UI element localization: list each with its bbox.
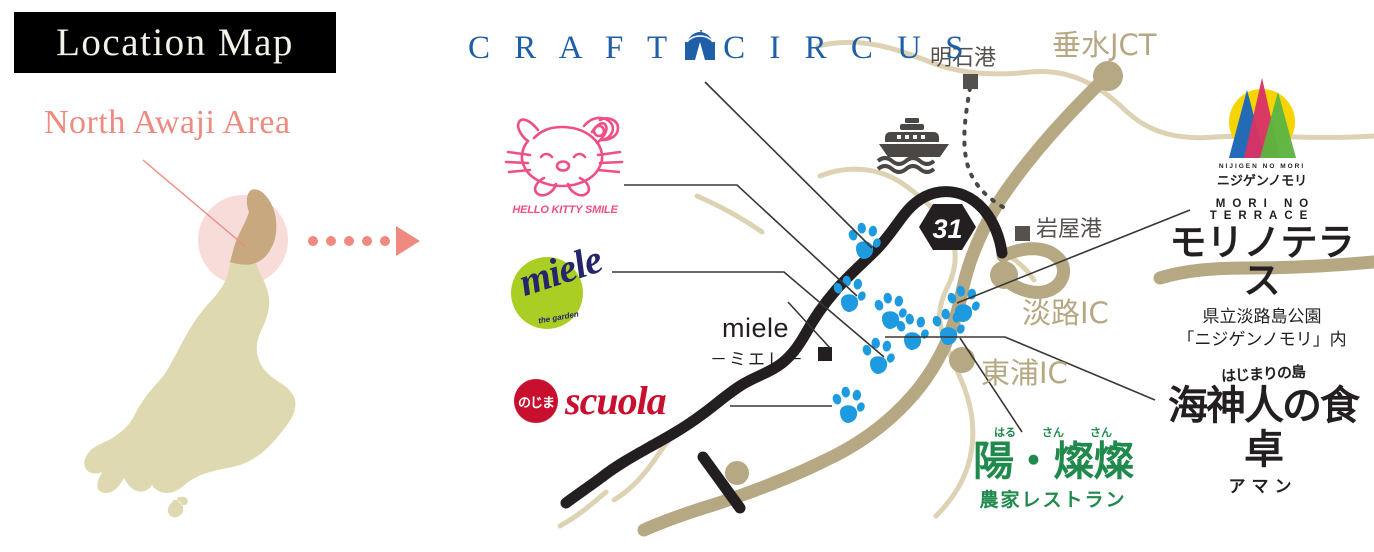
nojima-seal-text: のじま (517, 394, 555, 410)
north-awaji-highlight-shape (230, 189, 277, 265)
paw-print-icon (848, 222, 881, 259)
hello-kitty-caption: HELLO KITTY SMILE (512, 204, 618, 216)
expressway-group (637, 73, 1374, 537)
logo-nojima-scuola[interactable]: のじま scuola (514, 378, 667, 423)
mori-no-terrace-eng: MORI NO TERRACE (1209, 198, 1316, 222)
tarumi-jct-node (1093, 61, 1123, 91)
route31-main (560, 186, 1008, 509)
map-label-tarumi-jct: 垂水JCT (1052, 28, 1157, 62)
map-label-akashi-port: 明石港 (930, 46, 997, 71)
hello-kitty-face-icon (504, 116, 624, 197)
area-label: North Awaji Area (44, 104, 291, 141)
paw-prints-group (832, 222, 980, 423)
logo-mori-no-terrace[interactable]: NIJIGEN NO MORI ニジゲンノモリ MORI NO TERRACE … (1164, 58, 1360, 352)
haru-sansan-sub: 農家レストラン (979, 489, 1127, 511)
page-title: Location Map (56, 21, 294, 64)
akashi-port-marker-icon (963, 74, 978, 89)
leader-mori-terrace (956, 209, 1191, 304)
mori-no-terrace-kana: モリノテラス (1169, 221, 1355, 302)
rainbow-triangles-icon (1203, 58, 1321, 160)
page-title-box: Location Map (14, 12, 336, 73)
nojima-seal-icon: のじま (514, 379, 558, 423)
iwaya-port-marker-icon (1015, 226, 1030, 241)
logo-miele-the-garden[interactable]: miele the garden (508, 236, 608, 329)
islet-shape (167, 496, 188, 518)
mori-no-terrace-note-line2: 「ニジゲンノモリ」内 (1177, 330, 1347, 350)
paw-print-icon (862, 337, 895, 374)
haru-ruby-3: さん (1090, 426, 1112, 439)
national-road-group (560, 186, 1008, 514)
expressway-main (637, 73, 1110, 537)
ferry-boat-icon (876, 118, 949, 174)
route-31-shield: 31 (919, 204, 976, 250)
ferry-route-dashed (962, 86, 1010, 212)
leader-miele (612, 271, 885, 358)
area-leader-line (142, 159, 247, 248)
route31-spur (697, 451, 746, 514)
map-label-miele-en: miele (722, 313, 790, 343)
map-label-higashiura-ic: 東浦IC (981, 356, 1068, 390)
map-label-iwaya-port: 岩屋港 (1036, 217, 1103, 242)
aman-kana-text: アマン (1228, 477, 1298, 497)
aman-main-text: 海神人の食卓 (1168, 382, 1360, 473)
leader-hello-kitty (624, 184, 858, 297)
leader-lines-group (612, 81, 1191, 433)
nijigen-no-mori-eng: NIJIGEN NO MORI (1218, 163, 1306, 170)
leader-miele-site (787, 301, 831, 349)
leader-aman (885, 336, 1156, 401)
haru-sansan-main: 陽・燦燦 (973, 437, 1134, 485)
paw-print-icon (874, 292, 907, 329)
mori-no-terrace-note-line1: 県立淡路島公園 (1202, 307, 1322, 327)
expressway-west-arm (1153, 255, 1374, 285)
logo-aman[interactable]: はじまりの島 海神人の食卓 アマン (1163, 363, 1363, 497)
logo-craft-circus[interactable]: C R A F T C I R C U S (468, 28, 972, 69)
south-ic-node (725, 461, 749, 485)
map-label-miele-jp: －ミエレ－ (710, 350, 805, 370)
miele-wordmark: miele (513, 236, 607, 305)
logo-hello-kitty-smile[interactable]: HELLO KITTY SMILE (500, 108, 630, 216)
haru-sansan-ruby: はる さん さん (958, 424, 1148, 440)
awaji-island-shape (84, 192, 296, 494)
svg-text:31: 31 (932, 214, 962, 244)
paw-print-icon (896, 313, 929, 350)
direction-arrow (308, 226, 420, 256)
scuola-wordmark: scuola (565, 378, 667, 423)
map-label-awaji-ic: 淡路IC (1022, 296, 1109, 330)
leader-haru (959, 337, 1023, 433)
expressway-branch-loop (996, 242, 1071, 299)
logo-haru-sansan[interactable]: はる さん さん 陽・燦燦 農家レストラン (958, 424, 1148, 512)
miele-green-circle (511, 257, 583, 329)
craft-circus-word-right: C I R C U S (723, 30, 972, 66)
paw-print-icon (947, 285, 980, 322)
higashiura-ic-node (949, 347, 975, 373)
miele-site-marker-icon (818, 347, 832, 361)
craft-circus-word-left: C R A F T (468, 30, 676, 66)
awaji-island-illustration (84, 159, 420, 518)
leader-craft-circus (704, 81, 873, 249)
paw-print-icon (832, 386, 865, 423)
haru-ruby-2: さん (1042, 426, 1064, 439)
haru-ruby-1: はる (994, 426, 1016, 439)
nijigen-no-mori-kana: ニジゲンノモリ (1216, 174, 1308, 189)
circus-tent-icon (679, 28, 721, 69)
